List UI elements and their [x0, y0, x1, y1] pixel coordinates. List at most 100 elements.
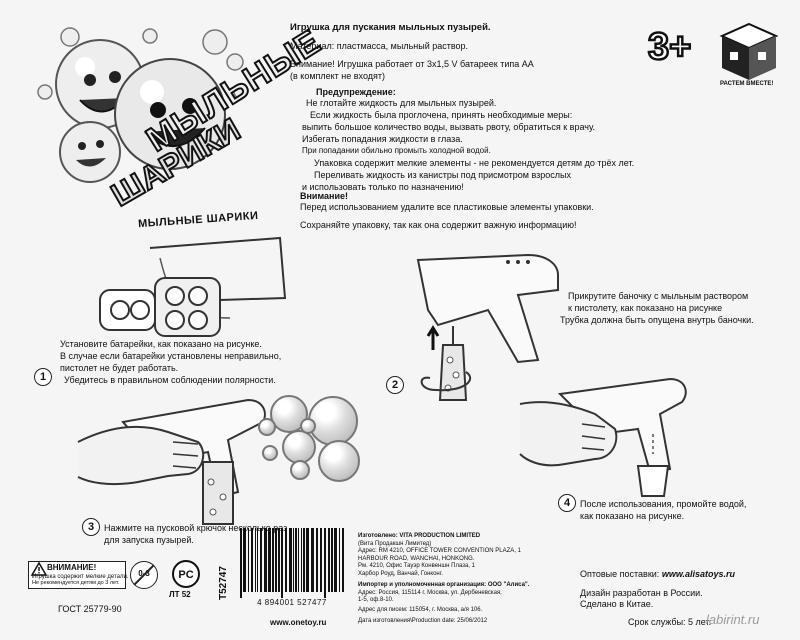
barcode-bar	[303, 528, 305, 592]
step1-line: Установите батарейки, как показано на ри…	[60, 339, 262, 349]
barcode-bar	[268, 528, 271, 592]
step3-text: Нажмите на пусковой крючок несколько раз…	[104, 522, 287, 546]
bubble-decoration	[300, 418, 316, 434]
logo: МЫЛЬНЫЕ ШАРИКИ МЫЛЬНЫЕ ШАРИКИ	[30, 21, 329, 232]
importer-name: ООО "Алиса".	[487, 582, 530, 588]
barcode-bar	[278, 528, 280, 592]
step2-number: 2	[386, 376, 404, 394]
wholesale-label: Оптовые поставки:	[580, 569, 660, 579]
warning-line: выпить большое количество воды, вызвать …	[302, 122, 596, 132]
barcode-bar	[311, 528, 314, 592]
barcode-bar	[272, 528, 274, 592]
barcode-bar	[251, 528, 253, 592]
barcode-bar	[334, 528, 337, 592]
step1-number: 1	[34, 368, 52, 386]
barcode-bar	[298, 528, 299, 592]
barcode-bar	[289, 528, 292, 592]
maker-line: Рм. 4210, Офис Тауэр Конвеншн Плаза, 1	[358, 563, 475, 569]
step2-line: Прикрутите баночку с мыльным раствором	[568, 291, 749, 301]
certification-code: ЛТ 52	[169, 590, 191, 599]
barcode-bar	[301, 528, 302, 592]
warning-heading: Предупреждение:	[316, 87, 396, 97]
made-in-china: Сделано в Китае.	[580, 599, 654, 609]
barcode-bar	[248, 528, 249, 592]
bubble-decoration	[318, 440, 360, 482]
svg-text:PC: PC	[178, 569, 193, 581]
importer-line: 1-5, оф.8-10.	[358, 597, 394, 603]
step1-line: Убедитесь в правильном соблюдении полярн…	[64, 375, 276, 385]
warning-line: Переливать жидкость из канистры под прис…	[314, 170, 572, 180]
warn-box-line1: Игрушка содержит мелкие детали.	[32, 574, 129, 580]
step4-rinse-illustration	[519, 377, 687, 497]
maker-label: Изготовлено:	[358, 533, 398, 539]
manufacturer-block: Изготовлено: VITA PRODUCTION LIMITED (Ви…	[358, 533, 568, 626]
wholesale-site[interactable]: www.alisatoys.ru	[661, 569, 736, 579]
letters-line: Адрес для писем: 115054, г. Москва, а/я …	[358, 606, 483, 613]
keep-package-text: Сохраняйте упаковку, так как она содержи…	[300, 220, 577, 230]
step3-hand-gun-illustration	[77, 398, 266, 525]
battery-line-1: Внимание! Игрушка работает от 3х1,5 V ба…	[290, 59, 534, 69]
barcode-bar	[306, 528, 309, 592]
material-line: Материал: пластмасса, мыльный раствор.	[290, 41, 469, 51]
production-date: Дата изготовления\Production date: 25/06…	[358, 618, 568, 626]
brand-cubes-icon	[719, 22, 779, 80]
bubble-decoration	[262, 445, 278, 461]
warning-line: Не глотайте жидкость для мыльных пузырей…	[306, 98, 497, 108]
bubble-decoration	[282, 430, 316, 464]
barcode-bar	[342, 528, 344, 592]
step2-line: Трубка должна быть опущена внутрь баночк…	[560, 315, 754, 325]
barcode-bar	[264, 528, 267, 592]
barcode-bar	[295, 528, 297, 592]
barcode-bar	[257, 528, 258, 592]
barcode-bar	[328, 528, 330, 592]
step3-line: для запуска пузырей.	[104, 535, 194, 545]
bubble-decoration	[308, 396, 358, 446]
step2-gun-bottle-illustration	[416, 253, 559, 401]
note-text: Перед использованием удалите все пластик…	[300, 202, 594, 212]
maker-name: VITA PRODUCTION LIMITED	[399, 533, 481, 539]
watermark: labirint.ru	[706, 612, 760, 627]
importer-line: Адрес: Россия, 115114 г. Москва, ул. Дер…	[358, 589, 502, 596]
warning-line: и использовать только по назначению!	[302, 182, 464, 192]
step2-line: к пистолету, как показано на рисунке	[568, 303, 723, 313]
bubble-decoration	[290, 460, 310, 480]
barcode-bar	[293, 528, 294, 592]
brand-tagline: РАСТЕМ ВМЕСТЕ!	[720, 81, 774, 87]
step4-text: После использования, промойте водой, как…	[580, 498, 746, 522]
product-article-code: Т52747	[218, 566, 229, 600]
warning-list: Не глотайте жидкость для мыльных пузырей…	[302, 97, 634, 193]
warning-triangle-icon	[30, 561, 48, 576]
barcode-bar	[285, 528, 287, 592]
wholesale-line: Оптовые поставки: www.alisatoys.ru	[580, 568, 735, 580]
bubble-decoration	[258, 418, 276, 436]
brand-logo: РАСТЕМ ВМЕСТЕ!	[718, 22, 780, 92]
maker-line: Харбор Роуд, Ванчай, Гонконг.	[358, 570, 443, 577]
step1-line: пистолет не будет работать.	[60, 363, 179, 373]
product-title: Игрушка для пускания мыльных пузырей.	[290, 22, 491, 33]
barcode-bar	[339, 528, 340, 592]
barcode-bar	[255, 528, 256, 592]
step3-line: Нажмите на пусковой крючок несколько раз	[104, 523, 288, 533]
barcode-bars	[240, 528, 344, 598]
certification-mark: PC	[172, 560, 200, 588]
designed-in-russia: Дизайн разработан в России.	[580, 588, 703, 598]
barcode-bar	[260, 528, 262, 592]
importer-label: Импортер и уполномоченная организация:	[358, 582, 487, 588]
barcode-number: 4 894001 527477	[257, 598, 327, 607]
step4-line: как показано на рисунке.	[580, 511, 685, 521]
maker-line: (Вита Продакшн Лимитед)	[358, 540, 432, 547]
step1-battery-illustration	[99, 236, 287, 337]
barcode-bar	[316, 528, 318, 592]
warn-box-line2: Не рекомендуется детям до 3 лет.	[32, 580, 120, 586]
warning-line: При попадании обильно промыть холодной в…	[302, 146, 491, 155]
site-link[interactable]: www.onetoy.ru	[270, 618, 327, 627]
gost-standard: ГОСТ 25779-90	[58, 604, 122, 614]
barcode-bar	[324, 528, 326, 598]
maker-heading: Изготовлено: VITA PRODUCTION LIMITED	[358, 533, 568, 541]
barcode-bar	[320, 528, 322, 592]
battery-line-2: (в комплект не входят)	[290, 71, 386, 81]
small-parts-warning-box: ВНИМАНИЕ! Игрушка содержит мелкие детали…	[28, 561, 129, 589]
note-heading: Внимание!	[300, 191, 348, 201]
warning-line: Упаковка содержит мелкие элементы - не р…	[314, 158, 635, 168]
